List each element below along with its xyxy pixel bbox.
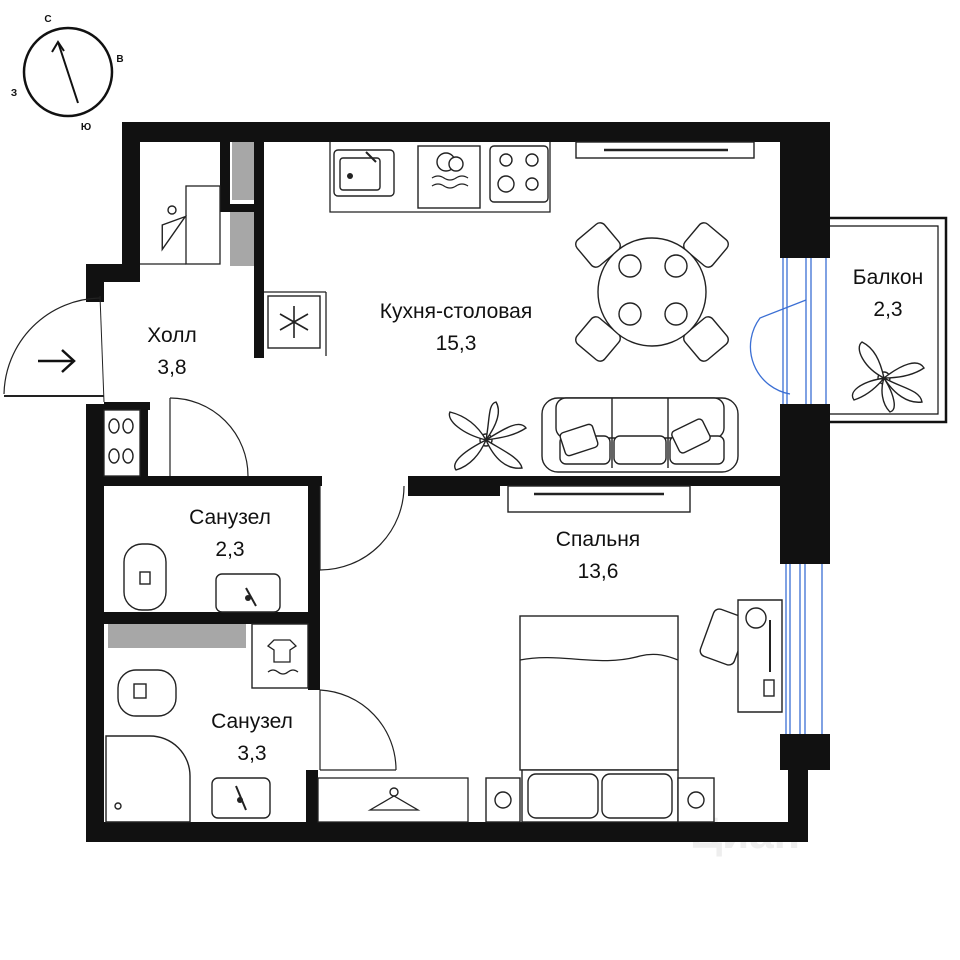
bath1-door — [169, 397, 249, 477]
bath2-door — [319, 689, 397, 771]
balcony-plant — [851, 341, 925, 413]
bath1-toilet — [123, 543, 167, 611]
bath2-sink — [211, 777, 271, 819]
compass-north: С — [44, 14, 51, 25]
bath1-area: 2,3 — [215, 538, 244, 561]
bedroom-name: Спальня — [556, 528, 640, 551]
kitchen-tv — [575, 141, 755, 159]
bedroom-door — [319, 485, 405, 571]
kitchen-name: Кухня-столовая — [380, 300, 532, 323]
bath1-name: Санузел — [189, 506, 271, 529]
hall-area: 3,8 — [157, 356, 186, 379]
compass-east: В — [116, 54, 123, 65]
kitchen-counter — [264, 142, 551, 356]
hall-name: Холл — [147, 324, 197, 347]
sink-icon — [333, 149, 395, 197]
entrance-arrow-icon — [38, 349, 76, 373]
compass-south: Ю — [81, 122, 91, 133]
windows — [749, 258, 830, 734]
cooktop-icon — [489, 145, 549, 203]
balcony-name: Балкон — [853, 266, 923, 289]
desk — [699, 599, 783, 713]
kitchen-area: 15,3 — [436, 332, 477, 355]
bedroom-area: 13,6 — [578, 560, 619, 583]
interior-walls — [104, 142, 780, 830]
dishwasher-icon — [417, 145, 481, 209]
bedroom-tv — [507, 485, 691, 513]
hall-wardrobe — [140, 185, 221, 265]
bath1-sink — [215, 573, 281, 613]
washing-machine-icon — [251, 623, 309, 689]
bedroom-wardrobe — [317, 777, 469, 823]
bath2-area: 3,3 — [237, 742, 266, 765]
compass: С В З Ю — [11, 14, 124, 133]
entrance-door — [3, 295, 105, 403]
fridge-icon — [267, 295, 321, 349]
sofa — [541, 397, 739, 473]
dining-table — [575, 222, 729, 362]
bed — [519, 615, 679, 823]
exterior-walls — [86, 122, 830, 842]
shower-cabin — [105, 735, 191, 823]
shoe-rack — [103, 409, 141, 477]
bath2-toilet — [117, 669, 177, 717]
nightstand-right — [677, 777, 715, 823]
kitchen-plant — [448, 401, 528, 471]
compass-west: З — [11, 88, 17, 99]
balcony-area: 2,3 — [873, 298, 902, 321]
nightstand-left — [485, 777, 521, 823]
balcony-outline — [830, 216, 948, 424]
bath2-name: Санузел — [211, 710, 293, 733]
